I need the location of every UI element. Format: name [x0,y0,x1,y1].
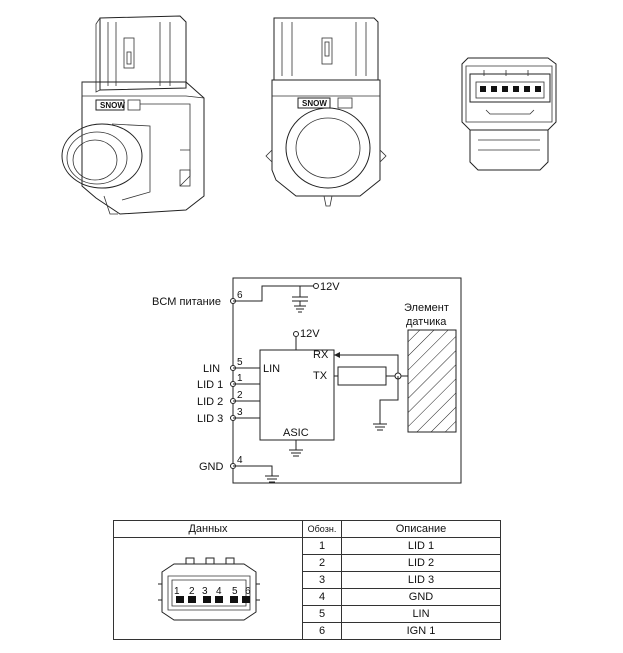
connector-pin-5: 5 [232,586,238,597]
row-description: LID 2 [341,554,501,572]
left-label-gnd: GND [199,461,224,473]
asic-lin-label: LIN [263,363,280,375]
row-code: 5 [302,605,342,623]
row-description: LID 1 [341,537,501,555]
ground-symbol [294,305,306,313]
bcm-power-label: BCM питание [152,296,221,308]
connector-drawing-cell: 1 2 3 4 5 6 [113,537,303,640]
left-label-lid1: LID 1 [197,379,223,391]
v12-top-label: 12V [320,281,340,293]
row-code: 4 [302,588,342,606]
v12-asic-label: 12V [300,328,320,340]
pin-number-lid3: 3 [237,407,243,418]
connector-pin-1: 1 [174,586,180,597]
row-code: 1 [302,537,342,555]
header-data: Данных [113,520,303,538]
table-row: 1 2 3 4 5 6 1 LID 1 [113,537,501,640]
header-code: Обозн. [302,520,342,538]
connector-end-illustration [461,57,557,171]
pin-number-lid2: 2 [237,390,243,401]
pin-number-lin: 5 [237,357,243,368]
sensor-front-illustration: SNOW [265,17,387,207]
asic-label: ASIC [283,427,309,439]
row-description: LID 3 [341,571,501,589]
row-description: GND [341,588,501,606]
connector-pin-3: 3 [202,586,208,597]
connector-pin-4: 4 [216,586,222,597]
circuit-frame [232,277,462,484]
resistor [337,366,387,386]
left-label-lid3: LID 3 [197,413,223,425]
sensor-perspective-illustration: SNOW [61,15,205,215]
asic-block [259,349,335,441]
connector-pin-6: 6 [245,586,251,597]
sensor-element [407,329,457,433]
svg-text:SNOW: SNOW [302,99,327,108]
left-label-lin: LIN [203,363,220,375]
row-code: 6 [302,622,342,640]
row-description: LIN [341,605,501,623]
asic-rx-label: RX [313,349,329,361]
row-code: 3 [302,571,342,589]
pinout-table: Данных Обозн. Описание 1 2 3 4 5 [113,520,501,640]
pin-number-gnd: 4 [237,455,243,466]
row-description: IGN 1 [341,622,501,640]
row-code: 2 [302,554,342,572]
asic-tx-label: TX [313,370,328,382]
terminal-12v-top [313,283,319,289]
connector-pin-2: 2 [189,586,195,597]
sensor-element-label-2: датчика [406,316,447,328]
ground-symbol [289,440,303,457]
circuit-diagram: BCM питание 6 12V 12V Элемент датчика LI… [152,277,462,484]
left-label-lid2: LID 2 [197,396,223,408]
sensor-element-label-1: Элемент [404,302,449,314]
pin-number-lid1: 1 [237,373,243,384]
svg-text:SNOW: SNOW [100,101,125,110]
table-row: 2 LID 2 [114,554,501,572]
connector-face-illustration: 1 2 3 4 5 6 [158,557,260,620]
table-row: 6 IGN 1 [114,622,501,640]
pin-number-bcm: 6 [237,290,243,301]
header-description: Описание [341,520,501,538]
table-row: 5 LIN [114,605,501,623]
